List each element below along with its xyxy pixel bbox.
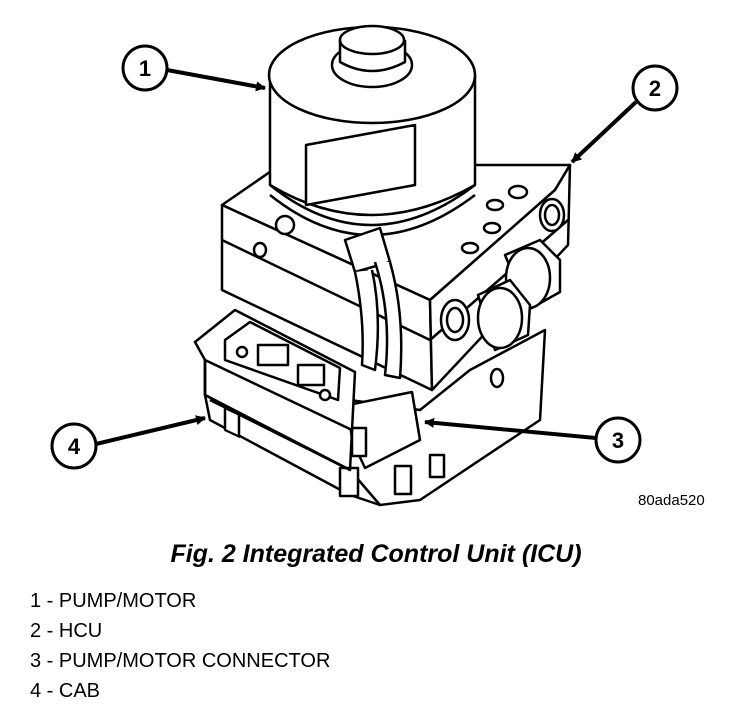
callout-4: 4 <box>50 415 206 470</box>
svg-text:1: 1 <box>139 56 151 81</box>
icu-illustration: 1 2 3 4 <box>50 24 679 507</box>
legend-item: 3 - PUMP/MOTOR CONNECTOR <box>30 650 331 672</box>
svg-text:2: 2 <box>649 76 661 101</box>
pump-motor <box>267 24 477 237</box>
legend-item: 4 - CAB <box>30 680 101 702</box>
image-code: 80ada520 <box>638 492 705 509</box>
legend-item: 2 - HCU <box>30 620 103 642</box>
callout-1: 1 <box>121 44 266 92</box>
legend-item: 1 - PUMP/MOTOR <box>30 590 197 612</box>
cab-connector <box>193 308 357 472</box>
figure-caption: Fig. 2 Integrated Control Unit (ICU) <box>170 540 582 568</box>
legend-list: 1 - PUMP/MOTOR 2 - HCU 3 - PUMP/MOTOR CO… <box>30 586 330 706</box>
svg-text:3: 3 <box>612 428 624 453</box>
callout-2: 2 <box>570 64 679 164</box>
callout-3: 3 <box>424 416 642 464</box>
svg-text:4: 4 <box>68 434 81 459</box>
